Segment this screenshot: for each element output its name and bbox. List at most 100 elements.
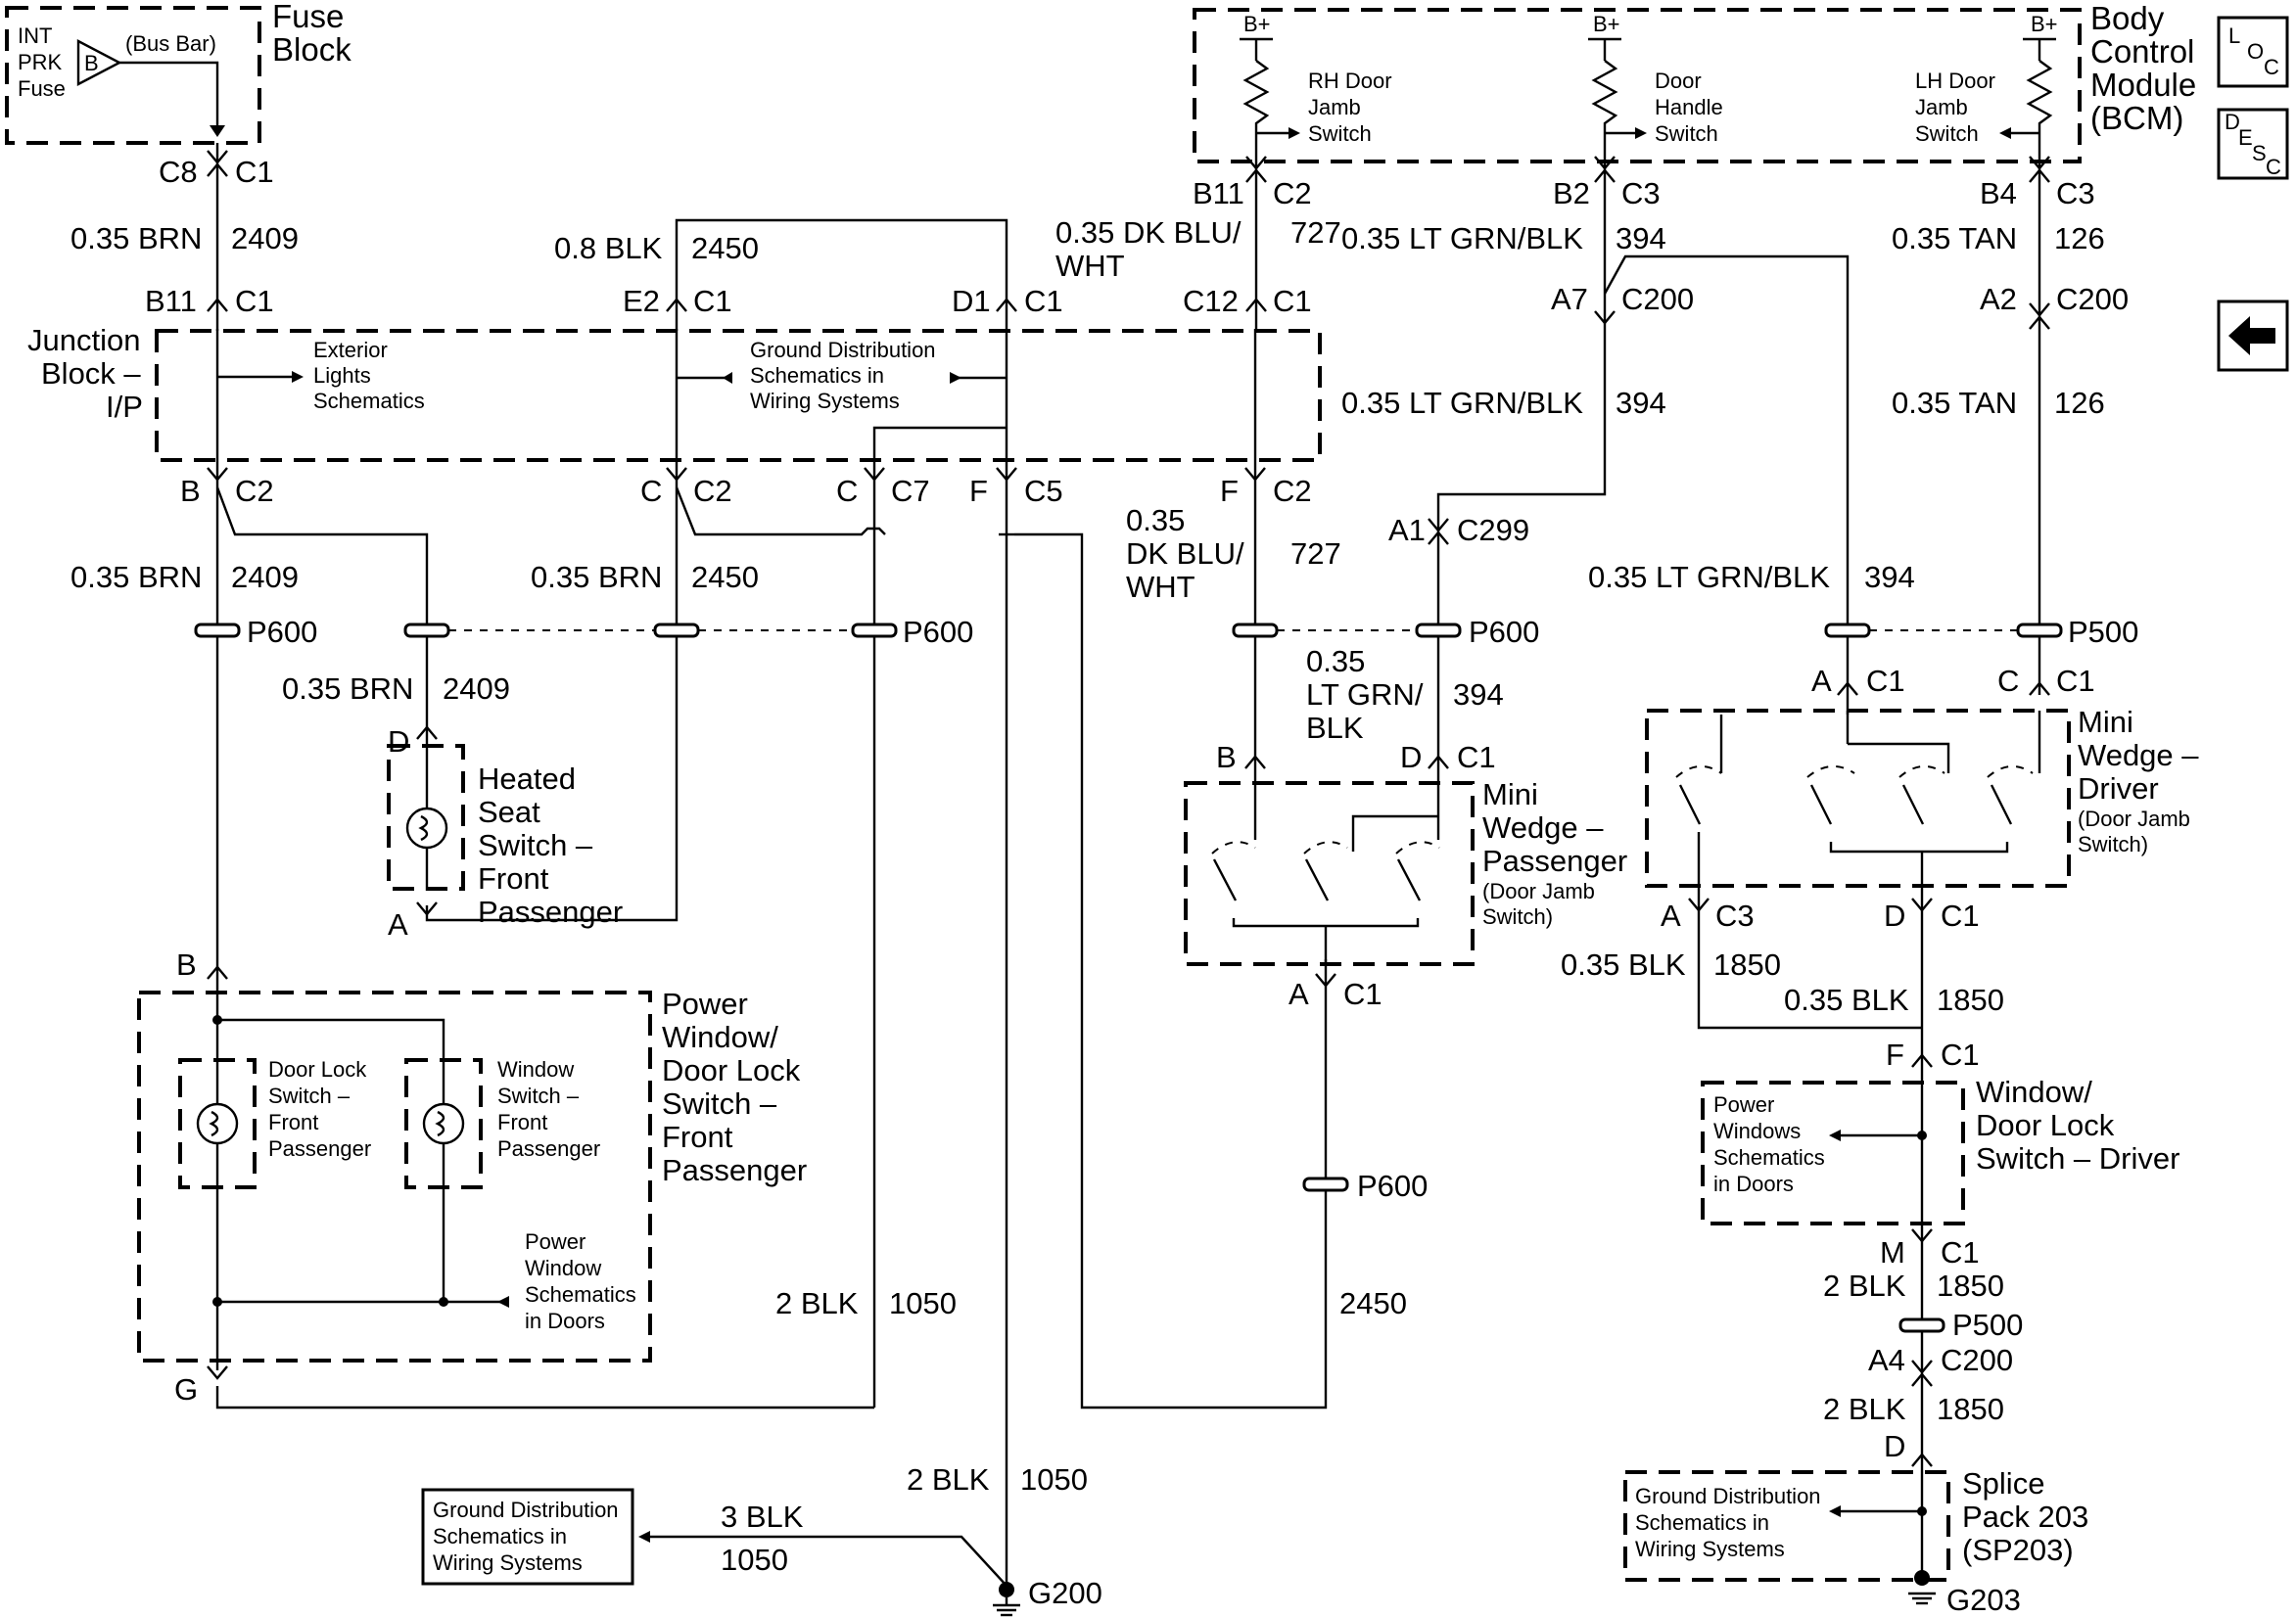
connector-c200-a7 (1594, 310, 1616, 325)
conn-label: C1 (235, 284, 274, 318)
conn-label: C1 (2056, 664, 2095, 698)
pw-ref-4: in Doors (525, 1309, 605, 1333)
connector-c299 (1428, 518, 1449, 545)
g203-label: G203 (1946, 1583, 2021, 1617)
location-button[interactable]: L O C (2217, 16, 2289, 88)
ground-icon (999, 1582, 1014, 1597)
door-lock-4: Passenger (268, 1136, 371, 1161)
conn-label: A4 (1868, 1343, 1905, 1377)
p600-connector-icon (653, 623, 700, 638)
conn-label: D (1884, 899, 1905, 933)
mini-wedge-driver: Mini Wedge – Driver (Door Jamb Switch) (1645, 705, 2199, 888)
fuse-block-title-1: Fuse (272, 0, 344, 34)
inline-connectors: P600 P600 P600 P500 P600 P500 (194, 615, 2138, 1342)
connector-mwp-b (1244, 755, 1266, 769)
wire-color: 0.35 BRN (531, 560, 662, 594)
exterior-ref-2: Lights (313, 363, 371, 388)
switch-wave-icon (435, 1110, 445, 1137)
wire-color: 3 BLK (721, 1500, 804, 1534)
ground-icon (1914, 1570, 1930, 1586)
wire-circuit: 727 (1290, 536, 1341, 571)
conn-label: A2 (1980, 282, 2017, 316)
wdl-ref-3: Schematics (1713, 1145, 1825, 1170)
p500-label: P500 (1952, 1308, 2023, 1342)
conn-label: C1 (1941, 899, 1980, 933)
switch-contact-icon (1678, 784, 1702, 825)
conn-label: F (1220, 474, 1239, 508)
wire-circuit: 394 (1616, 221, 1666, 255)
fuse-block-boundary (5, 6, 261, 145)
wire-color: 2 BLK (775, 1286, 859, 1320)
conn-label: A (388, 907, 408, 942)
mwd-title-3: Driver (2078, 771, 2159, 806)
conn-label: C1 (1941, 1038, 1980, 1072)
connector-mwd-c (2029, 681, 2050, 696)
sp-ref-3: Wiring Systems (1635, 1537, 1785, 1561)
arrow-left-icon (723, 372, 732, 384)
heated-title-2: Seat (478, 795, 540, 829)
switch-icon (422, 1102, 465, 1145)
wire-color: 0.8 BLK (554, 231, 663, 265)
bcm-lh-door-jamb-switch: B+ LH Door Jamb Switch (1915, 12, 2058, 147)
jb-title-2: Block – (41, 356, 141, 391)
wire-color: 0.35 LT GRN/BLK (1341, 386, 1583, 420)
wire-labels: 0.35 BRN 2409 0.8 BLK 2450 0.35 DK BLU/ … (70, 215, 2105, 1577)
wdl-title-3: Switch – Driver (1976, 1141, 2179, 1176)
gd-ref-3: Wiring Systems (433, 1550, 583, 1575)
connector-labels: C8 C1 B11 C1 E2 C1 D1 C1 C12 C1 B11 C2 B… (145, 155, 2129, 1463)
g200-label: G200 (1028, 1576, 1102, 1610)
conn-label: C2 (1273, 474, 1312, 508)
splice-pack-boundary (1623, 1470, 1950, 1582)
handle-switch-1: Door (1655, 69, 1702, 93)
connector-chevrons (207, 150, 2050, 1467)
conn-label: B (1216, 740, 1237, 774)
p600-connector-icon (194, 623, 241, 638)
conn-label: B4 (1980, 176, 2017, 210)
arrow-right-icon (1635, 127, 1647, 139)
arrow-right-icon (292, 371, 304, 383)
lh-switch-1: LH Door (1915, 69, 1995, 93)
pw-title-3: Door Lock (662, 1053, 801, 1087)
conn-label: C5 (1024, 474, 1063, 508)
p600-connector-icon (1232, 623, 1279, 638)
mwp-sub-1: (Door Jamb (1482, 879, 1595, 903)
wire-circuit: 1850 (1713, 947, 1781, 982)
pw-ref-2: Window (525, 1256, 601, 1280)
mwd-title-2: Wedge – (2078, 738, 2199, 772)
pw-ref-1: Power (525, 1229, 586, 1254)
fuse-block-title-2: Block (272, 31, 351, 68)
connector-c200-a2 (2029, 302, 2050, 330)
conn-label: C2 (1273, 176, 1312, 210)
wire-color: 0.35 LT GRN/BLK (1341, 221, 1583, 255)
wires (215, 143, 2041, 1587)
back-button[interactable] (2217, 300, 2289, 372)
jb-ground-ref-2: Schematics in (750, 363, 884, 388)
conn-label: A (1289, 977, 1309, 1011)
conn-label: C200 (1621, 282, 1694, 316)
desc-d: D (2225, 110, 2240, 134)
lh-switch-2: Jamb (1915, 95, 1968, 119)
connector-fuse (207, 150, 228, 177)
jb-ground-ref-3: Wiring Systems (750, 389, 900, 413)
connector-bcm-lh (2029, 156, 2050, 183)
wire-circuit: 1050 (1020, 1462, 1088, 1497)
p600-label: P600 (247, 615, 317, 649)
wire-color: 0.35 BRN (282, 671, 413, 706)
description-button[interactable]: D E S C (2217, 108, 2289, 180)
window-switch-3: Front (497, 1110, 547, 1134)
p500-connector-icon (1898, 1317, 1945, 1333)
fuse-block: INT PRK Fuse B (Bus Bar) Fuse Block (5, 0, 351, 145)
junction-block-boundary (155, 329, 1322, 462)
conn-label: C1 (1273, 284, 1312, 318)
bcm-title-2: Control (2090, 33, 2194, 69)
conn-label: D1 (952, 284, 991, 318)
conn-label: C200 (1941, 1343, 2013, 1377)
handle-switch-3: Switch (1655, 121, 1718, 146)
wire-circuit: 2450 (691, 560, 759, 594)
switch-icon (405, 807, 448, 850)
mini-wedge-passenger-boundary (1184, 781, 1475, 966)
switch-wave-icon (209, 1110, 219, 1137)
pw-title-1: Power (662, 987, 748, 1021)
connector-mwp-d (1428, 755, 1449, 769)
conn-label: C12 (1183, 284, 1239, 318)
